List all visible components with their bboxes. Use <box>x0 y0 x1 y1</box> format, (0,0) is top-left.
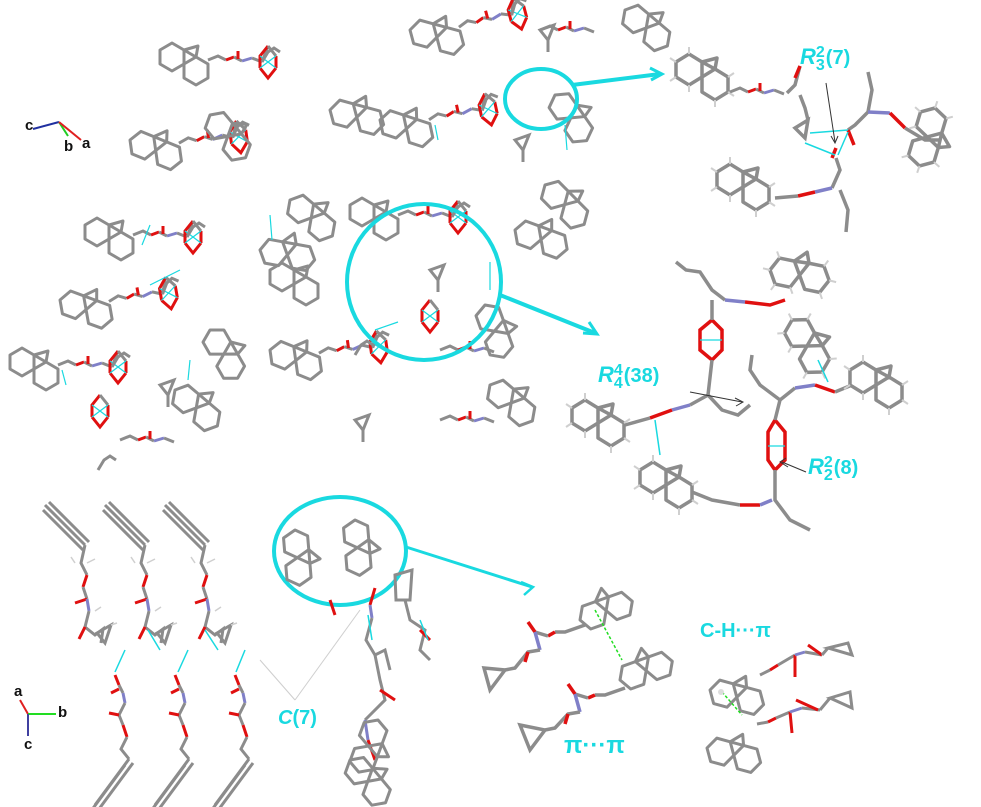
detail-r44-structure <box>564 234 910 532</box>
motif-sub: 3 <box>815 57 825 74</box>
ch-pi-structure <box>703 641 855 784</box>
callout-ellipse-r23 <box>503 66 666 131</box>
callout-ellipse-r44 <box>345 202 600 362</box>
motif-sup: 2 <box>815 44 825 61</box>
axis-label-a-bottom: a <box>14 683 23 700</box>
ch-pi-label: C-H···π <box>700 620 771 642</box>
motif-sup: 2 <box>823 454 833 471</box>
motif-size: (8) <box>833 457 859 479</box>
motif-letter: R <box>598 362 614 387</box>
detail-r23-structure <box>668 45 967 233</box>
callout-ellipse-pipi <box>272 495 536 607</box>
axis-triad-bottom <box>19 699 56 736</box>
pi-pi-structure <box>481 577 680 754</box>
motif-size: (38) <box>623 365 660 387</box>
motif-letter: R <box>808 454 824 479</box>
motif-letter: R <box>800 44 816 69</box>
axis-label-b-top: b <box>64 138 74 155</box>
axis-label-c-top: c <box>25 117 34 134</box>
packing-chain-bottom <box>41 500 432 807</box>
pi-pi-label: π···π <box>564 732 625 759</box>
chain-size: (7) <box>292 707 317 729</box>
motif-sup: 4 <box>613 362 623 379</box>
axis-triad-top <box>32 121 82 141</box>
axis-label-b-bottom: b <box>58 704 68 721</box>
axis-label-c-bottom: c <box>24 736 33 753</box>
motif-sub: 2 <box>823 467 833 484</box>
packing-network-top <box>10 0 675 472</box>
motif-sub: 4 <box>613 375 623 392</box>
motif-size: (7) <box>825 47 851 69</box>
chain-letter: C <box>278 707 293 729</box>
axis-label-a-top: a <box>82 135 91 152</box>
chain-label-c7: C(7) <box>278 707 317 730</box>
